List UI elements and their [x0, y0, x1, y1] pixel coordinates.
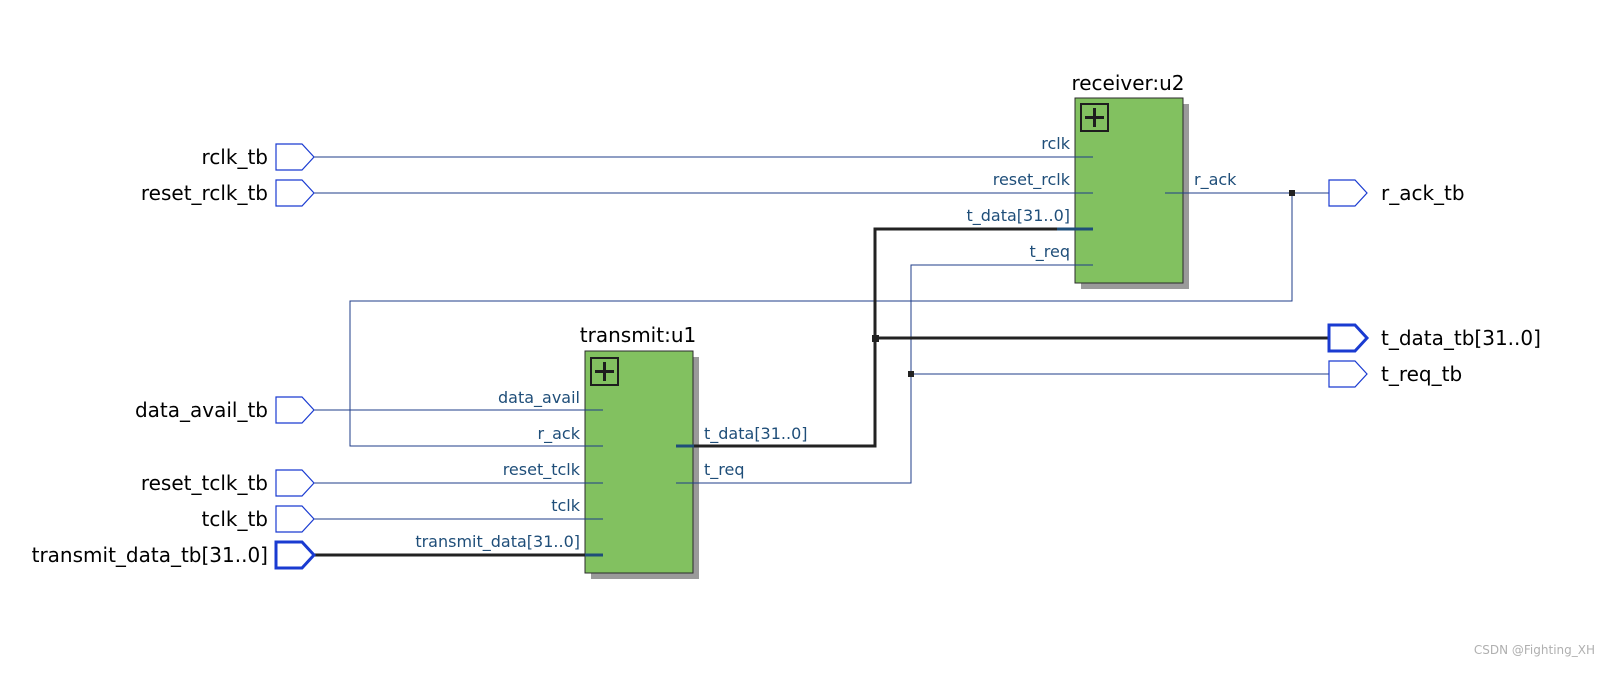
- receiver-title: receiver:u2: [1071, 71, 1184, 95]
- transmit-body: [584, 350, 694, 574]
- junction-r-ack: [1289, 190, 1295, 196]
- label-t-req-tb: t_req_tb: [1381, 362, 1462, 386]
- output-ports: [1327, 179, 1370, 388]
- receiver-pin-reset-rclk: reset_rclk: [993, 170, 1071, 190]
- port-reset-rclk-tb[interactable]: [275, 179, 315, 207]
- port-transmit-data-tb[interactable]: [274, 540, 317, 570]
- wire-r-ack-feedback[interactable]: [349, 193, 1293, 447]
- port-data-avail-tb[interactable]: [275, 396, 315, 424]
- junction-t-data: [872, 335, 879, 342]
- transmit-pin-tclk: tclk: [551, 496, 581, 515]
- port-t-req-tb[interactable]: [1328, 360, 1368, 388]
- receiver-pin-rclk: rclk: [1041, 134, 1070, 153]
- transmit-pin-t-data: t_data[31..0]: [704, 424, 808, 444]
- label-tclk-tb: tclk_tb: [201, 507, 268, 531]
- transmit-pin-t-req: t_req: [704, 460, 745, 480]
- label-r-ack-tb: r_ack_tb: [1381, 181, 1465, 205]
- receiver-pin-r-ack: r_ack: [1194, 170, 1237, 190]
- receiver-pin-t-req: t_req: [1030, 242, 1071, 262]
- port-tclk-tb[interactable]: [275, 505, 315, 533]
- label-reset-tclk-tb: reset_tclk_tb: [141, 471, 268, 495]
- label-rclk-tb: rclk_tb: [202, 145, 268, 169]
- label-transmit-data-tb: transmit_data_tb[31..0]: [32, 543, 268, 567]
- junction-t-req: [908, 371, 914, 377]
- receiver-block[interactable]: receiver:u2: [1071, 71, 1189, 289]
- label-t-data-tb: t_data_tb[31..0]: [1381, 326, 1541, 350]
- label-data-avail-tb: data_avail_tb: [135, 398, 268, 422]
- transmit-pin-transmit-data: transmit_data[31..0]: [415, 532, 580, 552]
- transmit-pin-r-ack: r_ack: [538, 424, 581, 444]
- transmit-block[interactable]: transmit:u1: [580, 323, 699, 579]
- transmit-pin-reset-tclk: reset_tclk: [503, 460, 581, 480]
- receiver-expand-icon[interactable]: [1080, 103, 1109, 132]
- watermark: CSDN @Fighting_XH: [1473, 643, 1595, 657]
- transmit-pin-data-avail: data_avail: [498, 388, 580, 408]
- transmit-expand-icon[interactable]: [590, 357, 619, 386]
- input-ports: [274, 143, 317, 570]
- transmit-title: transmit:u1: [580, 323, 696, 347]
- label-reset-rclk-tb: reset_rclk_tb: [141, 181, 268, 205]
- port-reset-tclk-tb[interactable]: [275, 469, 315, 497]
- port-r-ack-tb[interactable]: [1328, 179, 1368, 207]
- port-rclk-tb[interactable]: [275, 143, 315, 171]
- port-t-data-tb[interactable]: [1327, 323, 1370, 353]
- receiver-pin-t-data: t_data[31..0]: [966, 206, 1070, 226]
